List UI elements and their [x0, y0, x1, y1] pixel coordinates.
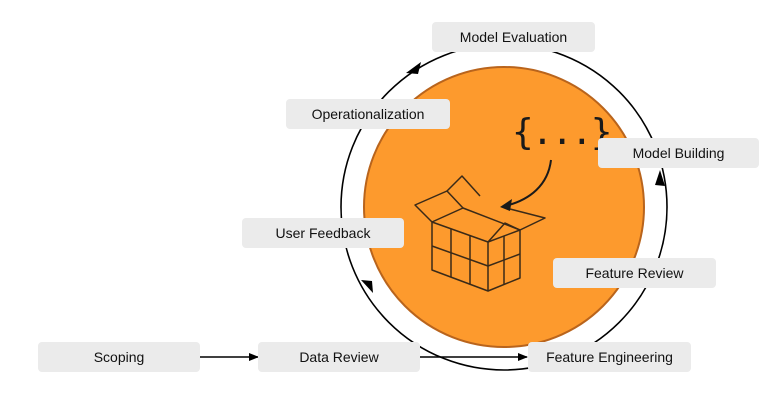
stage-data-review: Data Review [258, 342, 420, 372]
stage-model-building: Model Building [598, 138, 759, 168]
stage-operationalization: Operationalization [286, 99, 450, 129]
code-to-box-arrow [504, 159, 552, 207]
ring-arrow-top-left [406, 62, 421, 74]
ring-arrow-left-bottom [361, 280, 373, 293]
stage-user-feedback: User Feedback [242, 218, 404, 248]
stage-scoping: Scoping [38, 342, 200, 372]
stage-model-evaluation: Model Evaluation [432, 22, 595, 52]
ring-arrow-right [655, 170, 665, 186]
stage-feature-review: Feature Review [553, 258, 716, 288]
code-braces-symbol: {...} [512, 112, 612, 153]
stage-feature-engineering: Feature Engineering [528, 342, 691, 372]
package-box-icon [414, 175, 546, 292]
code-to-box-arrowhead [500, 199, 512, 211]
